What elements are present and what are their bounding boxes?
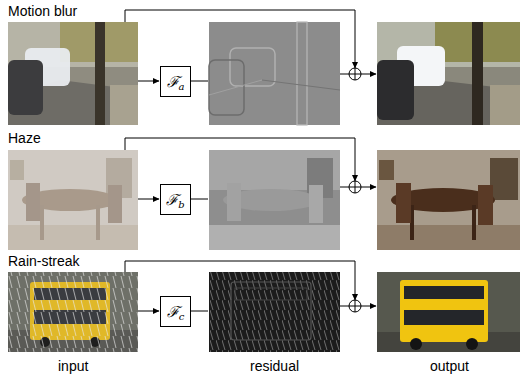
haze-input [8,150,138,250]
wires [125,10,376,312]
function-symbol: ℱa [167,71,185,92]
function-box: ℱb [160,184,191,215]
haze-residual [209,150,340,250]
haze-output [377,150,520,250]
column-label: residual [250,358,299,374]
column-label: input [58,358,88,374]
rain-output [377,272,520,352]
motion-blur-residual [209,22,340,125]
row-title: Rain-streak [8,253,83,269]
row-title: Motion blur [8,3,80,19]
motion-blur-output [377,22,520,125]
function-symbol: ℱc [167,301,185,322]
row-title: Haze [8,130,44,146]
function-box: ℱa [160,66,191,97]
function-box: ℱc [160,296,191,327]
rain-residual [209,272,340,352]
rain-input [8,272,138,352]
column-label: output [430,358,469,374]
function-symbol: ℱb [166,189,184,210]
motion-blur-input [8,22,138,125]
